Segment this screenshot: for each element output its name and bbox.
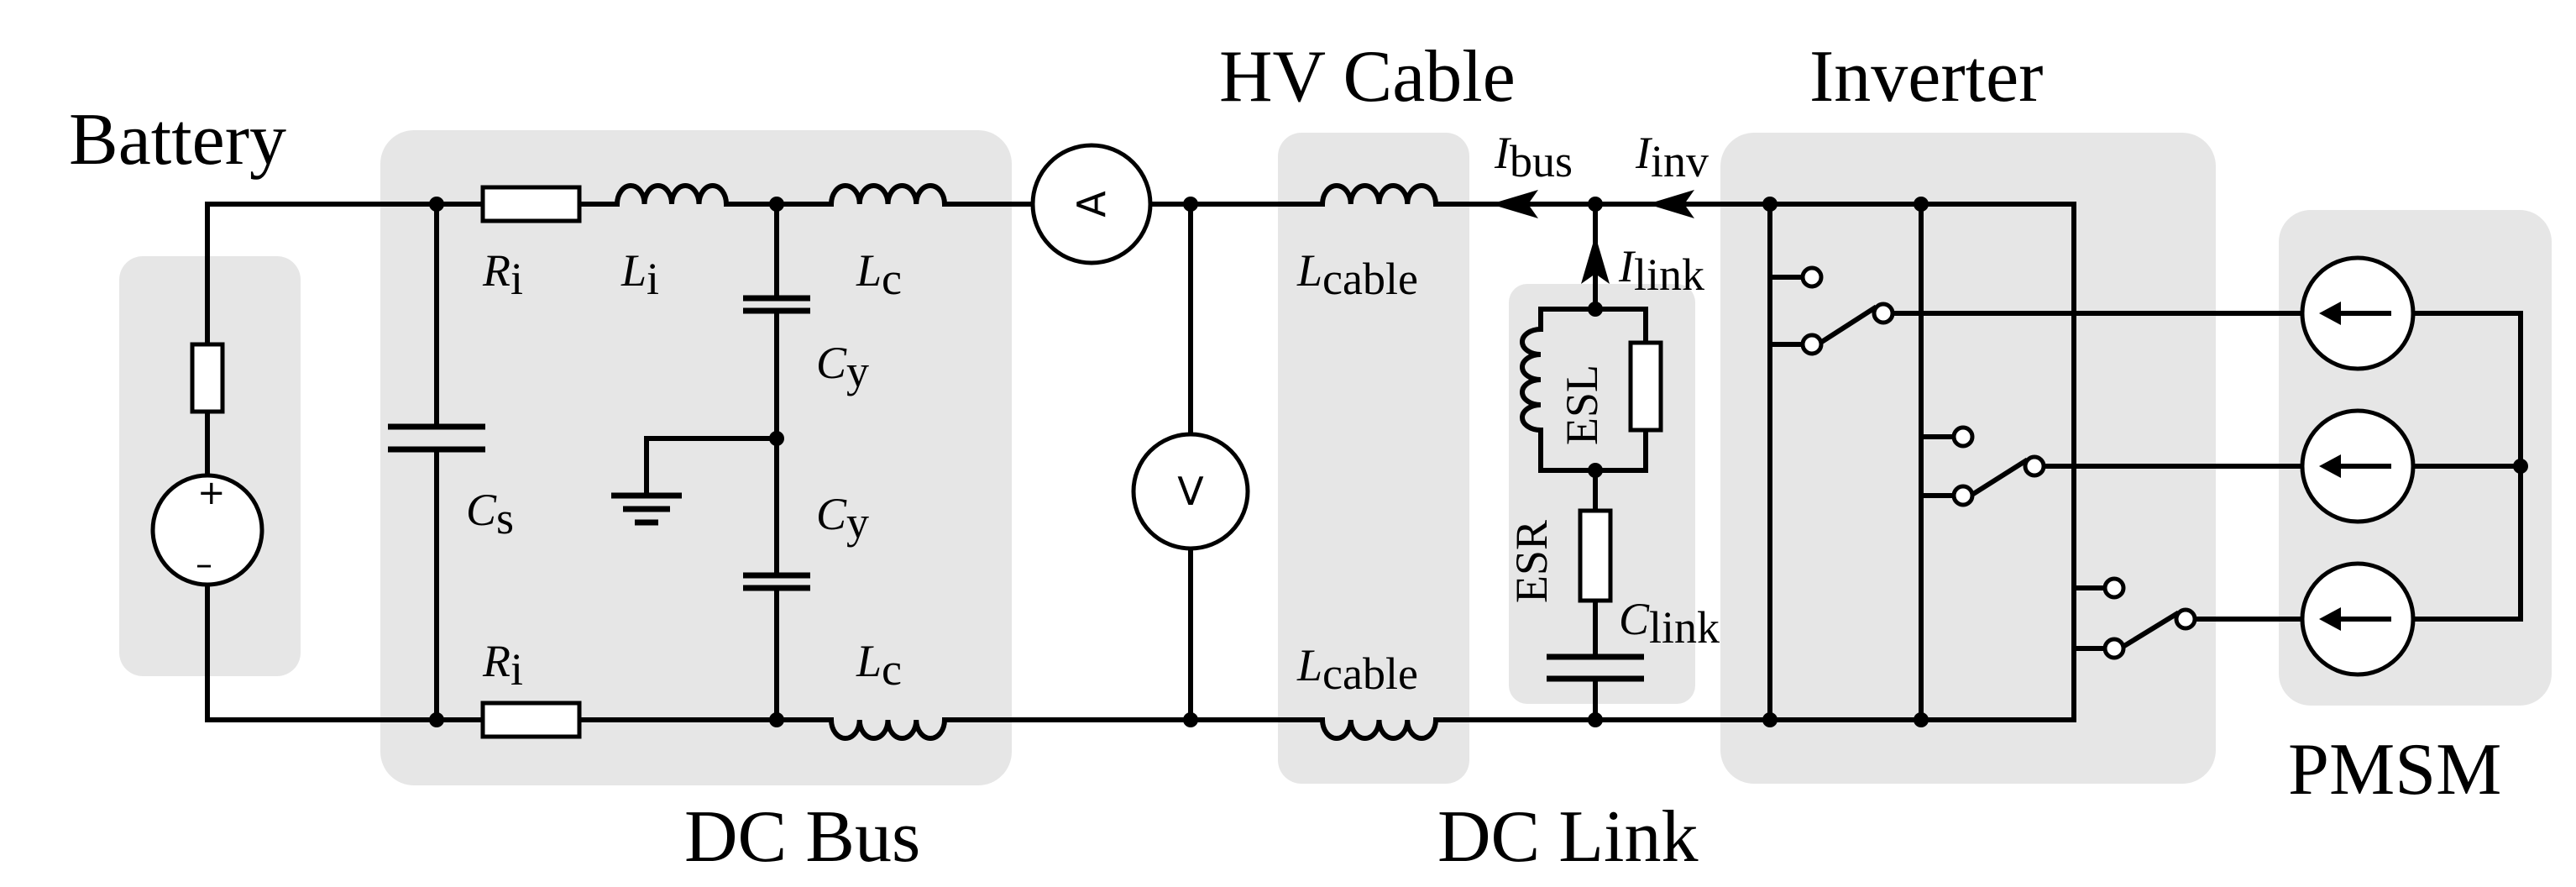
inverter-title: Inverter — [1809, 36, 2043, 118]
ri-top-label: Ri — [482, 245, 523, 304]
voltmeter-label: V — [1177, 469, 1204, 514]
lcable-bottom-inductor — [1320, 719, 1438, 741]
esl-parallel-resistor — [1628, 340, 1663, 433]
cy-top-label: Cy — [816, 338, 869, 396]
switch-contact — [1951, 425, 1975, 449]
lcable-top-inductor — [1320, 183, 1438, 205]
pmsm-title: PMSM — [2288, 729, 2501, 811]
iinv-label: Iinv — [1635, 128, 1709, 186]
lc-bottom-label: Lc — [856, 636, 902, 695]
dc-bus-title: DC Bus — [684, 796, 920, 878]
esl-inductor — [1520, 327, 1542, 433]
voltmeter — [1131, 432, 1250, 551]
switch-contact — [2174, 607, 2197, 631]
ri-top-resistor — [480, 185, 582, 223]
pmsm-current-source — [2300, 561, 2416, 677]
cy-bottom-label: Cy — [816, 489, 869, 548]
junctions — [429, 197, 2528, 727]
clink-label: Clink — [1619, 594, 1720, 653]
ground-icon — [611, 492, 682, 526]
inverter-switches — [1814, 304, 2181, 653]
lc-top-inductor — [829, 183, 947, 205]
ilink-arrow-icon — [1581, 235, 1610, 284]
dc-bus-region — [380, 130, 1012, 785]
dc-link-title: DC Link — [1437, 796, 1698, 878]
ri-bottom-resistor — [480, 701, 582, 739]
switch-contact — [2023, 454, 2046, 478]
switch-contact — [1800, 333, 1824, 356]
ammeter — [1030, 143, 1153, 265]
ibus-label: Ibus — [1494, 128, 1573, 186]
switch-contact — [2102, 576, 2126, 600]
esr-resistor — [1578, 508, 1613, 603]
switch-contact — [2102, 637, 2126, 660]
lc-top-label: Lc — [856, 245, 902, 304]
switch-contact — [1872, 302, 1895, 325]
cy-bottom-capacitor — [743, 572, 810, 591]
hv-cable-title: HV Cable — [1219, 36, 1516, 118]
ri-bottom-label: Ri — [482, 636, 523, 695]
switch-contact — [1951, 484, 1975, 507]
cy-top-capacitor — [743, 295, 810, 314]
hv-cable-region — [1278, 133, 1469, 784]
iinv-arrow-icon — [1647, 190, 1694, 218]
ammeter-label: A — [1069, 191, 1114, 218]
pmsm-current-source — [2300, 408, 2416, 524]
battery-source — [150, 473, 264, 587]
li-inductor — [615, 183, 729, 205]
lc-bottom-inductor — [829, 719, 947, 741]
battery-title: Battery — [69, 99, 286, 181]
cs-capacitor — [388, 423, 485, 453]
lcable-top-label: Lcable — [1296, 245, 1418, 304]
li-label: Li — [620, 245, 659, 304]
esl-label: ESL — [1557, 365, 1607, 445]
battery-plus: + — [197, 474, 226, 512]
inverter-region — [1720, 133, 2216, 784]
cs-label: Cs — [466, 485, 514, 543]
clink-capacitor — [1547, 653, 1644, 682]
pmsm-current-source — [2300, 255, 2416, 371]
ibus-arrow-icon — [1490, 190, 1538, 218]
esr-label: ESR — [1506, 520, 1557, 603]
switch-contact — [1800, 265, 1824, 289]
battery-minus: – — [196, 545, 212, 584]
battery-resistor — [190, 342, 225, 414]
ilink-label: Ilink — [1618, 241, 1704, 300]
lcable-bottom-label: Lcable — [1296, 640, 1418, 699]
